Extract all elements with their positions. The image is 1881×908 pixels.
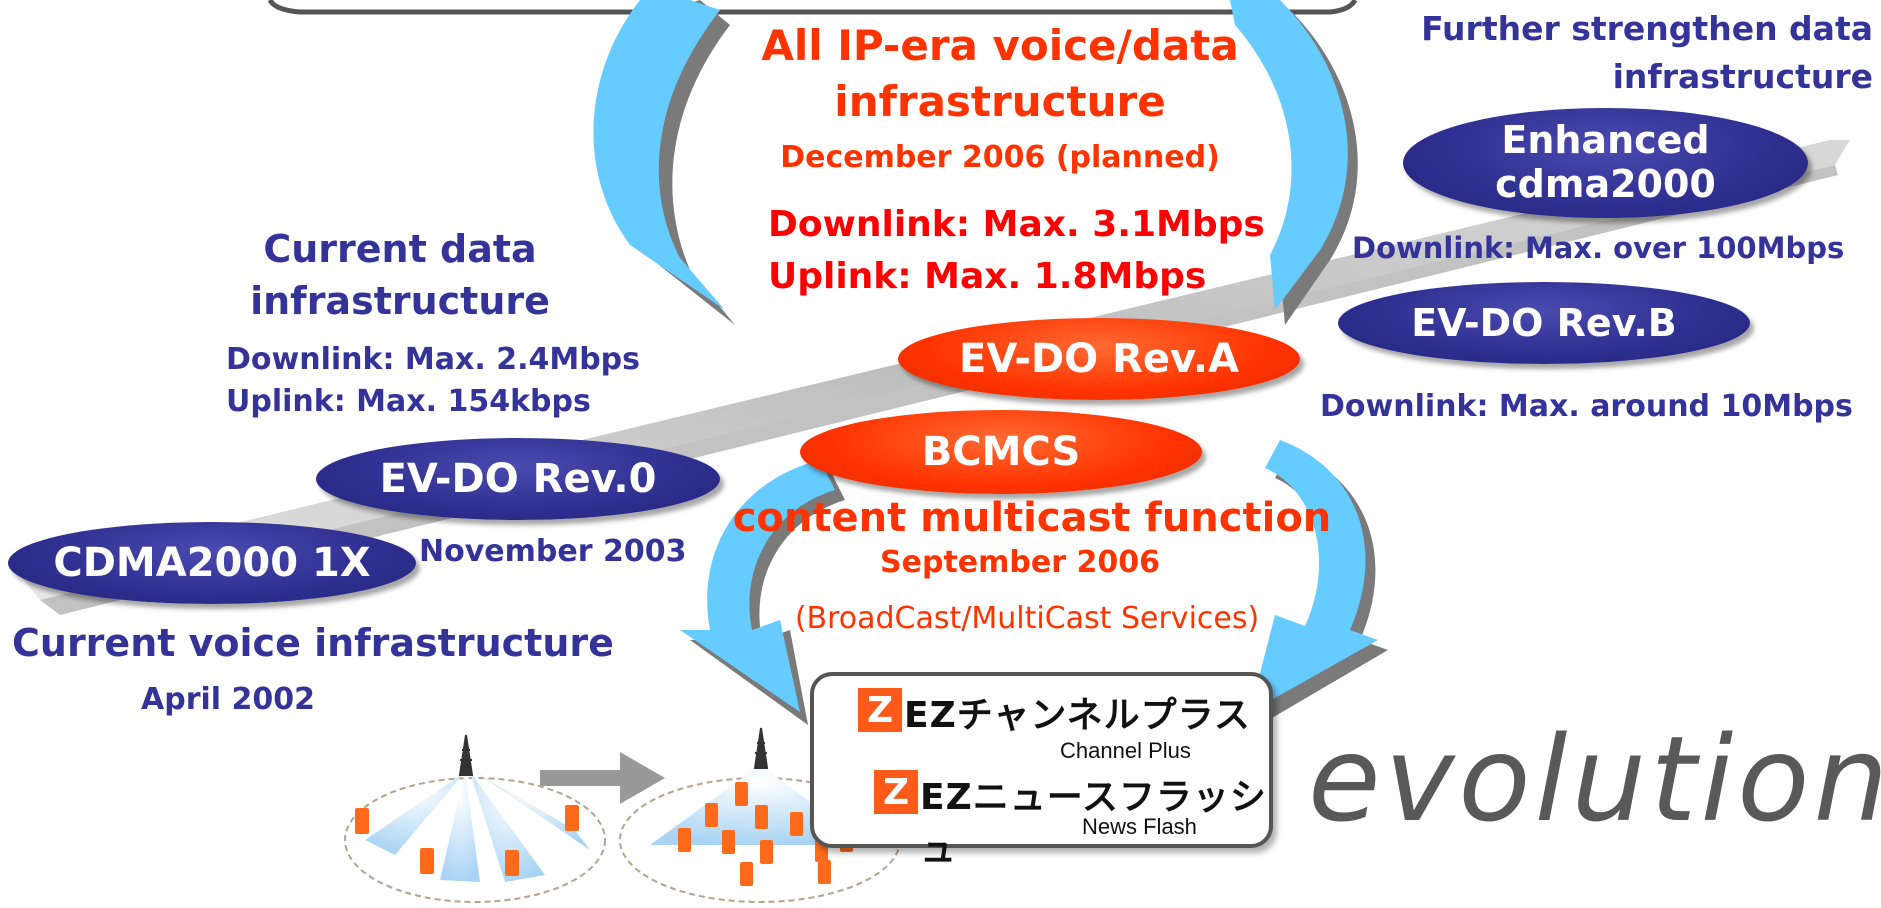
ez-news-flash-logo-icon: Z: [874, 770, 918, 814]
further-strengthen-line2: infrastructure: [1612, 57, 1873, 96]
ez-services-box: Z EZチャンネルプラス Channel Plus Z EZニュースフラッシュ …: [810, 672, 1273, 870]
all-ip-title-line1: All IP-era voice/data: [761, 21, 1239, 70]
phone-icon: [705, 803, 718, 827]
enhanced-downlink: Downlink: Max. over 100Mbps: [1352, 231, 1845, 265]
bcmcs-pill: BCMCS: [800, 410, 1202, 494]
rev-b-downlink: Downlink: Max. around 10Mbps: [1320, 389, 1853, 424]
cdma2000-1x-pill: CDMA2000 1X: [8, 522, 416, 604]
phone-icon: [505, 850, 519, 876]
ez-channel-plus-name: EZチャンネルプラス: [904, 695, 1251, 736]
antenna-tower-icon: [458, 734, 474, 776]
ev-do-rev-b-pill: EV-DO Rev.B: [1338, 282, 1750, 364]
enhanced-pill-line1: Enhanced: [1501, 118, 1710, 163]
current-data-uplink: Uplink: Max. 154kbps: [226, 384, 591, 419]
enhanced-pill-line2: cdma2000: [1495, 162, 1716, 206]
voice-infra-caption: Current voice infrastructure: [12, 621, 614, 665]
rev-0-date: November 2003: [419, 534, 687, 569]
phone-icon: [790, 812, 803, 836]
cell-sparse-illustration: [344, 734, 606, 903]
antenna-tower-icon: [753, 727, 769, 769]
transition-arrow: [540, 752, 665, 804]
phone-icon: [740, 862, 753, 886]
bcmcs-caption: content multicast function: [732, 495, 1332, 541]
evolution-word: evolution: [1308, 710, 1881, 848]
all-ip-uplink: Uplink: Max. 1.8Mbps: [768, 256, 1207, 297]
bcmcs-note: (BroadCast/MultiCast Services): [794, 601, 1260, 636]
ez-channel-plus-sub: Channel Plus: [1060, 738, 1191, 763]
arrow-upper-left: [593, 0, 725, 310]
phone-icon: [760, 840, 773, 864]
ev-do-rev-0-pill: EV-DO Rev.0: [316, 438, 720, 520]
all-ip-date: December 2006 (planned): [780, 140, 1220, 175]
ez-news-flash-name: EZニュースフラッシュ: [920, 777, 1267, 870]
ev-do-rev-a-pill: EV-DO Rev.A: [898, 318, 1300, 400]
cdma1x-date: April 2002: [141, 682, 315, 717]
phone-icon: [678, 828, 691, 852]
phone-icon: [818, 860, 831, 884]
phone-icon: [755, 805, 768, 829]
phone-icon: [565, 805, 579, 831]
ez-channel-logo-icon: Z: [858, 688, 902, 732]
current-data-downlink: Downlink: Max. 2.4Mbps: [226, 342, 640, 377]
phone-icon: [722, 830, 735, 854]
all-ip-title-line2: infrastructure: [834, 77, 1166, 126]
current-data-line2: infrastructure: [250, 279, 550, 323]
bcmcs-date: September 2006: [880, 545, 1160, 580]
arrow-upper-right: [1230, 0, 1348, 310]
phone-icon: [420, 848, 434, 874]
all-ip-downlink: Downlink: Max. 3.1Mbps: [768, 204, 1265, 245]
top-box-edge: [267, 0, 1358, 15]
enhanced-cdma2000-pill: Enhanced cdma2000: [1403, 108, 1808, 218]
ez-news-flash-sub: News Flash: [1082, 814, 1197, 839]
further-strengthen-line1: Further strengthen data: [1421, 9, 1873, 48]
phone-icon: [735, 782, 748, 806]
current-data-line1: Current data: [263, 227, 537, 271]
arrow-lower-left: [680, 460, 835, 712]
phone-icon: [355, 808, 369, 834]
arrow-lower-right: [1250, 440, 1378, 712]
